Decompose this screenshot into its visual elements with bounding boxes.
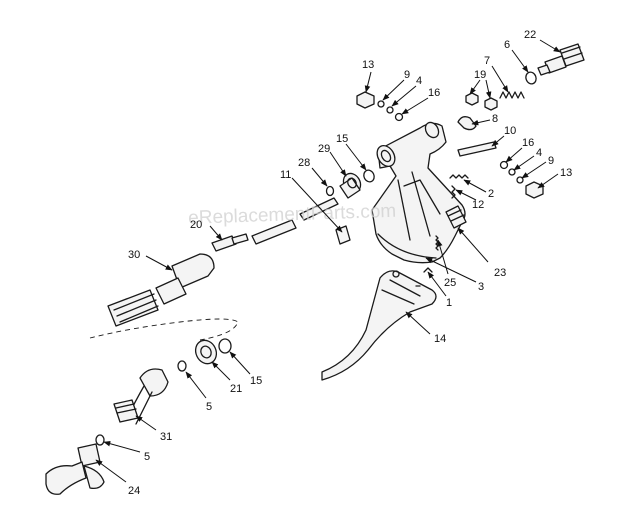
part-inlet-fitting (537, 43, 585, 76)
part-tip-guard-24 (45, 443, 105, 495)
callout-6: 6 (504, 39, 510, 51)
callout-5a: 5 (206, 401, 212, 413)
callout-12: 12 (472, 199, 484, 211)
part-seal-16a (394, 112, 404, 122)
part-extension-31 (113, 368, 169, 425)
part-trigger-rod (335, 225, 351, 245)
leader-lines (95, 39, 561, 483)
callout-29: 29 (318, 143, 330, 155)
callout-7: 7 (484, 55, 490, 67)
callout-16a: 16 (428, 87, 440, 99)
callout-5b: 5 (144, 451, 150, 463)
watermark: eReplacementParts.com (188, 201, 397, 229)
part-spring-12 (451, 185, 456, 199)
part-gasket-5b (95, 434, 105, 446)
part-o-ring-6 (525, 71, 537, 85)
part-washer-4a (386, 106, 394, 114)
part-gun-body (371, 121, 467, 264)
callout-4a: 4 (416, 75, 422, 87)
callout-1: 1 (446, 297, 452, 309)
part-washer-9a (377, 100, 385, 108)
part-screw-2 (449, 174, 469, 179)
callout-3: 3 (478, 281, 484, 293)
callout-31: 31 (160, 431, 172, 443)
part-pin-10 (457, 141, 497, 157)
part-fitting-20 (211, 233, 249, 252)
callout-14: 14 (434, 333, 446, 345)
callout-20: 20 (190, 219, 202, 231)
part-o-ring-15b (218, 338, 232, 354)
part-washer-4b (508, 168, 516, 176)
callout-28: 28 (298, 157, 310, 169)
part-trigger-14 (321, 270, 437, 381)
dashed-connector (89, 318, 239, 341)
part-gasket-5a (177, 360, 187, 372)
part-clip-8 (457, 116, 477, 131)
callout-25: 25 (444, 277, 456, 289)
part-screw-25 (435, 235, 439, 251)
callout-23: 23 (494, 267, 506, 279)
part-tube (251, 219, 297, 245)
callout-8: 8 (492, 113, 498, 125)
part-washer-9b (516, 176, 524, 184)
callout-24: 24 (128, 485, 140, 497)
callout-2: 2 (488, 188, 494, 200)
part-needle-11 (299, 197, 339, 221)
callout-15a: 15 (336, 133, 348, 145)
part-nuts-19 (465, 92, 498, 111)
callout-11: 11 (280, 169, 291, 181)
callout-16b: 16 (522, 137, 534, 149)
callout-10: 10 (504, 125, 516, 137)
callout-labels: 13 9 4 16 19 7 6 22 8 10 16 4 9 13 29 15… (128, 29, 572, 497)
callout-15b: 15 (250, 375, 262, 387)
callout-21: 21 (230, 383, 242, 395)
part-seat-21 (194, 339, 218, 365)
callout-4b: 4 (536, 147, 542, 159)
callout-9b: 9 (548, 155, 554, 167)
callout-19: 19 (474, 69, 486, 81)
callout-13a: 13 (362, 59, 374, 71)
part-swivel-30 (107, 253, 215, 327)
callout-22: 22 (524, 29, 536, 41)
part-cap-13b (525, 181, 544, 199)
part-cap-13a (356, 91, 375, 109)
part-pin-1 (423, 267, 433, 273)
part-o-ring-15a (363, 169, 375, 183)
part-seal-16b (499, 160, 509, 170)
callout-13b: 13 (560, 167, 572, 179)
part-spring-7 (499, 91, 525, 99)
callout-9a: 9 (404, 69, 410, 81)
callout-30: 30 (128, 249, 140, 261)
part-seat-29 (339, 172, 362, 199)
part-washer-28 (325, 185, 335, 197)
